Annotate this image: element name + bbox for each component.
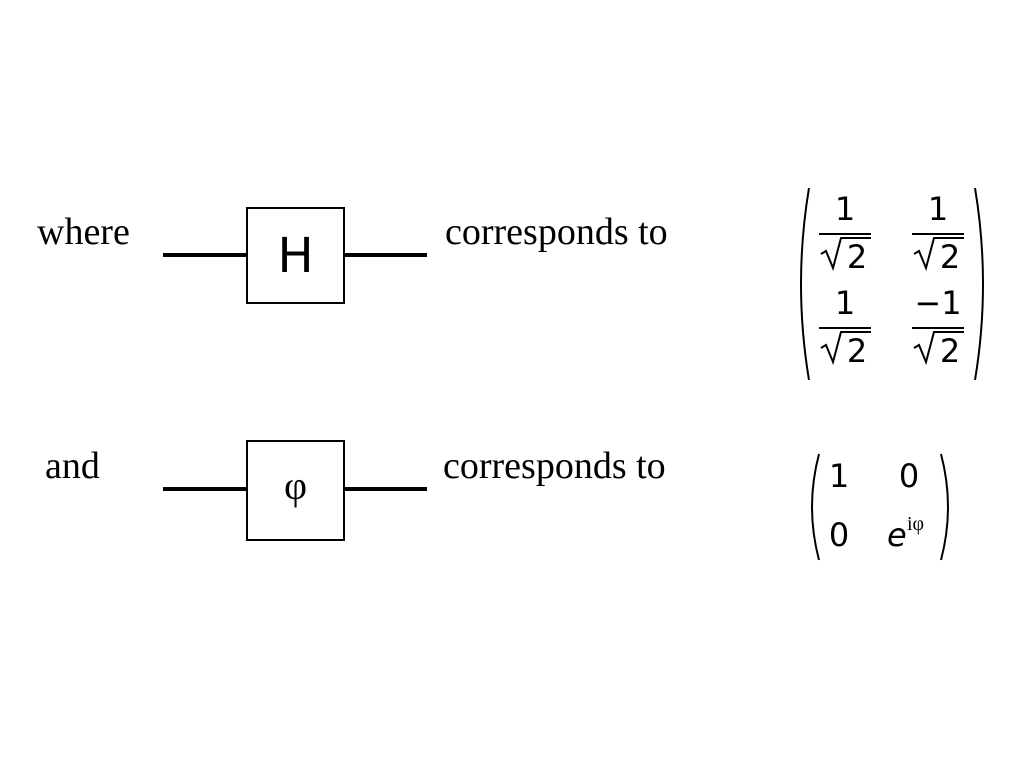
phase-matrix: 1 0 0 e iφ xyxy=(811,453,949,561)
matrix-cell-numerator: 1 xyxy=(835,190,855,228)
matrix-cell: 0 xyxy=(829,516,849,554)
right-paren xyxy=(940,453,949,561)
matrix-cell-denominator: 2 xyxy=(940,332,960,370)
phase-gate-output-wire xyxy=(345,487,427,491)
hadamard-matrix: 1 2 1 2 1 2 −1 2 xyxy=(800,187,984,381)
where-label: where xyxy=(37,211,130,253)
matrix-cell-denominator: 2 xyxy=(847,332,867,370)
phase-gate-label: φ xyxy=(283,462,308,508)
matrix-cell: 0 xyxy=(899,457,919,495)
phase-gate: φ xyxy=(246,440,345,541)
matrix-cell: 1 xyxy=(829,457,849,495)
sqrt-sign xyxy=(913,237,964,272)
corresponds-to-label-2: corresponds to xyxy=(443,445,666,487)
left-paren xyxy=(811,453,820,561)
sqrt-sign xyxy=(913,331,964,366)
matrix-cell-e: e xyxy=(887,516,907,554)
h-gate-output-wire xyxy=(345,253,427,257)
corresponds-to-label-1: corresponds to xyxy=(445,211,668,253)
hadamard-gate-label: H xyxy=(277,227,314,284)
matrix-cell-exponent: iφ xyxy=(907,513,924,535)
phase-gate-input-wire xyxy=(163,487,248,491)
matrix-cell-denominator: 2 xyxy=(847,238,867,276)
matrix-cell-numerator: 1 xyxy=(928,190,948,228)
and-label: and xyxy=(45,445,100,487)
sqrt-sign xyxy=(820,237,871,272)
left-paren xyxy=(800,187,810,381)
sqrt-sign xyxy=(820,331,871,366)
h-gate-input-wire xyxy=(163,253,248,257)
matrix-cell-denominator: 2 xyxy=(940,238,960,276)
hadamard-gate: H xyxy=(246,207,345,304)
matrix-cell-numerator: 1 xyxy=(835,284,855,322)
matrix-cell-numerator: −1 xyxy=(914,284,961,322)
right-paren xyxy=(974,187,984,381)
